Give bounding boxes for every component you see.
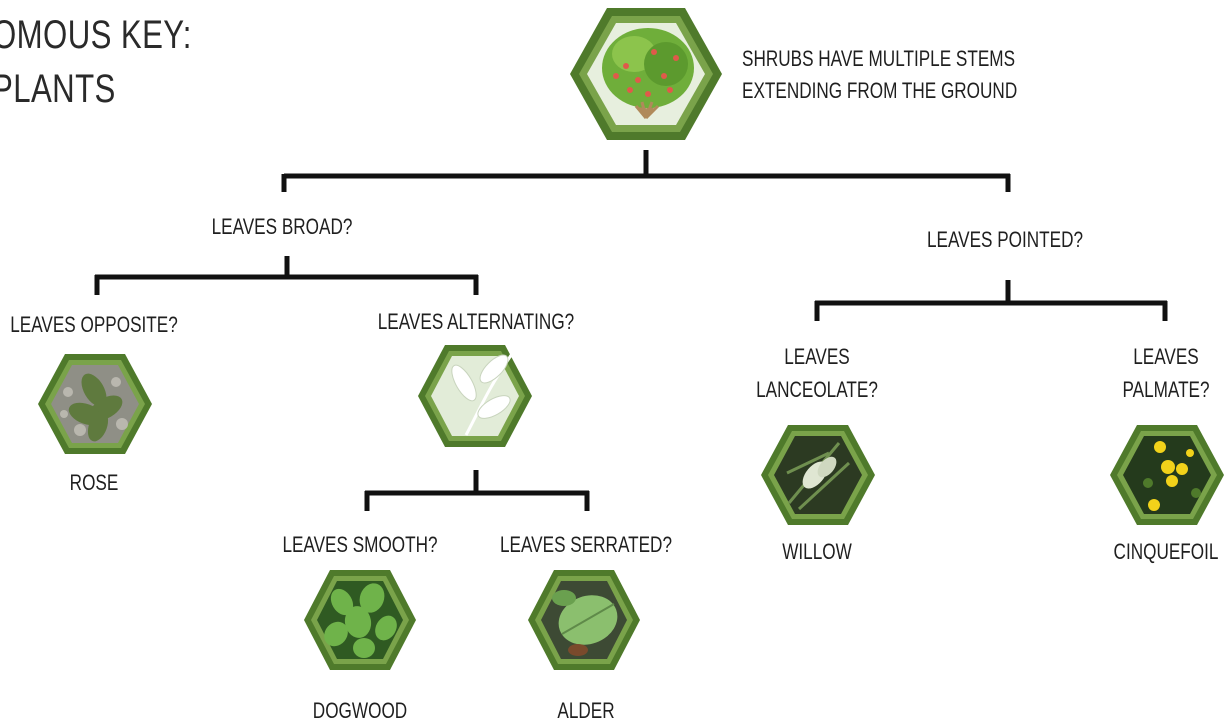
label-lanceolate-line-1: LEAVES [784,344,850,369]
leaf-label-dogwood: DOGWOOD [312,698,408,723]
label-lanceolate-line-2: LANCEOLATE? [756,377,878,402]
title-line-1: OMOUS KEY: [0,13,192,57]
label-leaves-alternating: LEAVES ALTERNATING? [377,309,575,334]
label-leaves-pointed: LEAVES POINTED? [926,227,1084,252]
title-line-2: PLANTS [0,67,116,111]
rose-photo-icon [38,354,152,454]
root-caption-line-2: EXTENDING FROM THE GROUND [742,78,1018,103]
leaf-label-willow: WILLOW [782,539,852,564]
cinquefoil-photo-icon [1110,425,1224,525]
leaf-label-cinquefoil: CINQUEFOIL [1113,539,1219,564]
dogwood-photo-icon [304,570,416,670]
label-palmate-line-1: LEAVES [1133,344,1199,369]
label-leaves-broad: LEAVES BROAD? [211,214,353,239]
diagram-title: OMOUS KEY: PLANTS [0,8,192,116]
label-palmate-line-2: PALMATE? [1122,377,1210,402]
shrub-icon [570,8,722,140]
label-leaves-serrated: LEAVES SERRATED? [500,532,672,557]
label-leaves-opposite: LEAVES OPPOSITE? [10,312,178,337]
willow-photo-icon [761,425,875,525]
alternating-leaves-icon [418,345,532,447]
label-leaves-smooth: LEAVES SMOOTH? [282,532,438,557]
root-caption-line-1: SHRUBS HAVE MULTIPLE STEMS [742,46,1016,71]
alder-photo-icon [528,570,640,670]
leaf-label-alder: ALDER [557,698,615,723]
leaf-label-rose: ROSE [69,470,119,495]
